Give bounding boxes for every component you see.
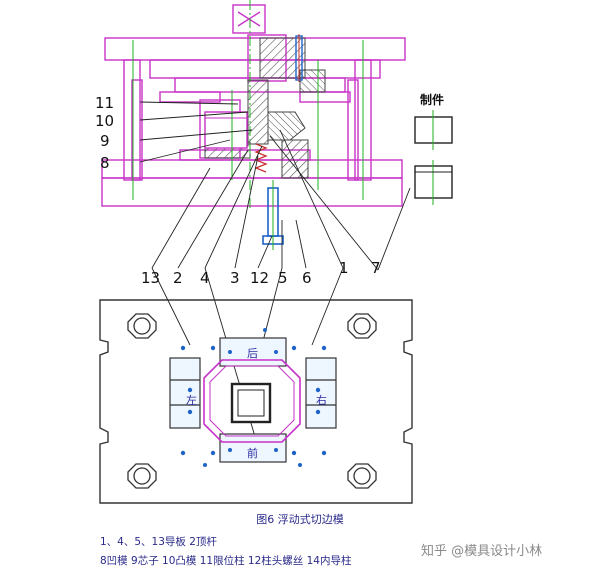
product-label: 制件 (420, 92, 444, 107)
plan-label-rear: 后 (247, 347, 258, 360)
part-number-12: 12 (250, 269, 269, 287)
part-number-1: 1 (339, 259, 349, 277)
figure-caption-title: 图6 浮动式切边模 (256, 513, 344, 526)
upper-block (259, 37, 306, 79)
plan-label-right: 右 (316, 393, 327, 407)
part-number-13: 13 (141, 269, 160, 287)
core (204, 111, 248, 149)
part-numbers-bottom: 13 2 4 3 12 5 6 1 7 (141, 259, 381, 287)
shank (232, 4, 266, 34)
part-number-7: 7 (371, 259, 381, 277)
base-plate-outline (99, 299, 413, 504)
plan-label-left: 左 (186, 394, 197, 407)
screw-holes (180, 328, 327, 467)
part-number-8: 8 (100, 154, 110, 172)
part-numbers-left: 11 10 9 8 (95, 94, 114, 172)
bolt-top-left (127, 313, 157, 339)
plan-label-front: 前 (247, 446, 258, 460)
bottom-plate (101, 177, 403, 207)
die-plate (101, 159, 403, 179)
die-insert (267, 111, 306, 141)
ejector-screw (295, 34, 303, 82)
top-plate (104, 37, 406, 61)
part-number-4: 4 (200, 269, 210, 287)
corner-bolts (127, 313, 377, 489)
die-cavity-octagon (203, 359, 301, 443)
plan-view: 后 前 左 右 (99, 299, 413, 504)
centerlines (132, 0, 364, 376)
leader-lines (139, 101, 411, 441)
part-number-6: 6 (302, 269, 312, 287)
bolt-top-right (347, 313, 377, 339)
shoulder-bolt (262, 180, 284, 250)
product-top-view (414, 110, 453, 150)
part-number-9: 9 (100, 132, 110, 150)
part-number-10: 10 (95, 112, 114, 130)
spring (254, 143, 268, 173)
figure-legend-line-2: 8凹模 9芯子 10凸模 11限位柱 12柱头螺丝 14内导柱 (100, 555, 352, 567)
product-side-view (414, 160, 453, 205)
die-cavity-inner (209, 365, 295, 437)
part-number-11: 11 (95, 94, 114, 112)
figure-legend-line-1: 1、4、5、13导板 2顶杆 (100, 536, 217, 548)
bolt-bottom-left (127, 463, 157, 489)
part-number-2: 2 (173, 269, 183, 287)
lower-block (281, 139, 309, 179)
watermark: 知乎 @模具设计小林 (418, 540, 546, 559)
bolt-bottom-right (347, 463, 377, 489)
part-number-3: 3 (230, 269, 240, 287)
part-number-5: 5 (278, 269, 288, 287)
punch (247, 79, 269, 145)
